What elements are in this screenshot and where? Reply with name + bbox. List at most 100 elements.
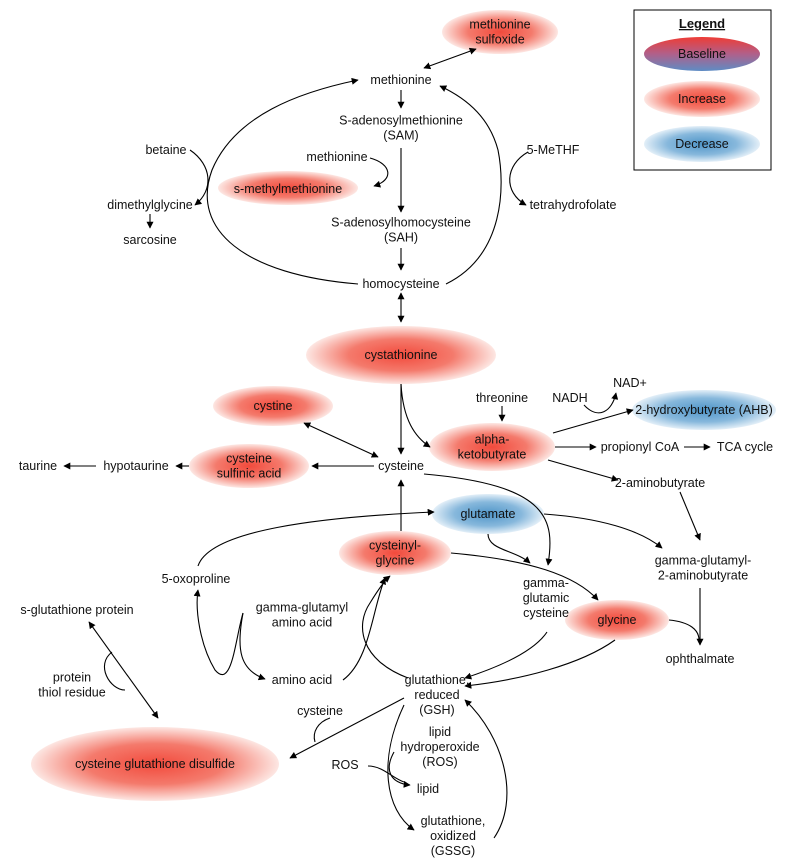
- node-methionine: methionine: [370, 73, 431, 87]
- node-label-line: sulfinic acid: [217, 467, 282, 481]
- node-dimethylglycine: dimethylglycine: [107, 198, 193, 212]
- legend: Legend Baseline Increase Decrease: [633, 9, 772, 171]
- node-gg-aminobutyrate: gamma-glutamyl-2-aminobutyrate: [655, 554, 752, 583]
- node-amino-acid: amino acid: [272, 673, 332, 687]
- node-ros: ROS: [331, 758, 358, 772]
- cysteine-glutathione-disulfide-ellipse: [31, 727, 279, 801]
- edge-ggcysteine-gsh: [464, 631, 548, 680]
- edge-betaine: [189, 149, 209, 206]
- legend-baseline-label: Baseline: [678, 47, 726, 61]
- node-s-methylmethionine: s-methylmethionine: [234, 182, 342, 196]
- node-label-line: dimethylglycine: [107, 198, 193, 212]
- cysteine-sulfinic-acid-ellipse: [189, 444, 309, 488]
- node-label-line: 2-aminobutyrate: [658, 569, 748, 583]
- node-label-line: (ROS): [422, 755, 457, 769]
- node-ahb: 2-hydroxybutyrate (AHB): [635, 403, 773, 417]
- node-gsh: glutathione,reduced(GSH): [405, 673, 470, 717]
- node-label-line: sarcosine: [123, 233, 177, 247]
- node-label-line: sulfoxide: [475, 33, 524, 47]
- node-propionyl: propionyl CoA: [601, 440, 680, 454]
- edge-methf: [509, 151, 529, 206]
- edge-cystathionine-akb: [400, 383, 431, 448]
- node-cgd: cysteine glutathione disulfide: [75, 757, 235, 771]
- node-label-line: hypotaurine: [103, 459, 168, 473]
- node-label-line: 5-oxoproline: [162, 572, 231, 586]
- node-label-line: NADH: [552, 391, 587, 405]
- node-label-line: S-adenosylmethionine: [339, 114, 463, 128]
- node-label-line: betaine: [145, 143, 186, 157]
- node-label-line: ROS: [331, 758, 358, 772]
- node-threonine: threonine: [476, 391, 528, 405]
- node-label-line: gamma-: [523, 576, 569, 590]
- edge-homocysteine-methionine-left: [206, 77, 359, 285]
- edge-methionine-sulfoxide: [423, 47, 477, 70]
- edge-oxoproline-glutamate: [197, 508, 435, 567]
- node-aminobutyrate: 2-aminobutyrate: [615, 476, 705, 490]
- node-label-line: gamma-glutamyl: [256, 601, 348, 615]
- node-label-line: reduced: [414, 688, 459, 702]
- edge-aminobutyrate-ggaminobutyrate: [679, 491, 701, 541]
- node-label-line: S-adenosylhomocysteine: [331, 216, 471, 230]
- node-label-line: (GSSG): [431, 844, 475, 858]
- node-ophthalmate: ophthalmate: [666, 652, 735, 666]
- node-label-line: threonine: [476, 391, 528, 405]
- node-homocysteine: homocysteine: [362, 277, 439, 291]
- node-label-line: cysteine: [226, 452, 272, 466]
- node-nadplus: NAD+: [613, 376, 647, 390]
- node-label-line: tetrahydrofolate: [530, 198, 617, 212]
- edge-ggaminoacid-oxoproline: [193, 589, 244, 676]
- node-label-line: cystathionine: [365, 348, 438, 362]
- node-label-line: ketobutyrate: [458, 448, 527, 462]
- node-label-line: cysteinyl-: [369, 539, 421, 553]
- edge-homocysteine-methionine-right: [439, 85, 502, 285]
- node-cysteinylglycine: cysteinyl-glycine: [369, 539, 421, 568]
- node-label-line: hydroperoxide: [400, 740, 479, 754]
- node-label-line: (GSH): [419, 703, 454, 717]
- node-label-line: ophthalmate: [666, 652, 735, 666]
- node-label-line: propionyl CoA: [601, 440, 680, 454]
- node-label-line: 2-aminobutyrate: [615, 476, 705, 490]
- node-label-line: lipid: [417, 782, 439, 796]
- node-label-line: cysteine: [297, 704, 343, 718]
- node-label-line: gamma-glutamyl-: [655, 554, 752, 568]
- node-label-line: NAD+: [613, 376, 647, 390]
- node-label-line: protein: [53, 671, 91, 685]
- methionine-sulfoxide-ellipse: [442, 10, 558, 54]
- edge-aminoacid-cysteinylglycine: [342, 577, 386, 681]
- node-label-line: cysteine glutathione disulfide: [75, 757, 235, 771]
- node-label-line: 5-MeTHF: [527, 143, 580, 157]
- node-label-line: amino acid: [272, 616, 332, 630]
- node-methionine2: methionine: [306, 150, 367, 164]
- node-hypotaurine: hypotaurine: [103, 459, 168, 473]
- reaction-edges: [63, 47, 711, 839]
- legend-decrease-label: Decrease: [675, 137, 729, 151]
- legend-increase-label: Increase: [678, 92, 726, 106]
- node-gssg: glutathione,oxidized(GSSG): [421, 814, 486, 858]
- node-label-line: cystine: [254, 399, 293, 413]
- edge-cysteine2-cgd: [313, 717, 331, 743]
- edge-protein-thiol: [103, 651, 126, 691]
- edge-ggaminoacid-aminoacid: [239, 612, 266, 681]
- node-label-line: (SAH): [384, 231, 418, 245]
- edge-gsh-cysteinylglycine: [362, 575, 409, 679]
- edge-akb-aminobutyrate: [547, 459, 619, 482]
- node-label-line: amino acid: [272, 673, 332, 687]
- edge-ros-lipid: [367, 765, 405, 783]
- node-label-line: homocysteine: [362, 277, 439, 291]
- node-label-line: glutathione,: [405, 673, 470, 687]
- edge-glutamate-ggaminobutyrate: [543, 513, 663, 549]
- node-label-line: glutamate: [461, 507, 516, 521]
- node-thf: tetrahydrofolate: [530, 198, 617, 212]
- node-label-line: thiol residue: [38, 686, 105, 700]
- cysteinylglycine-ellipse: [339, 531, 451, 575]
- highlight-ellipses: [31, 10, 776, 801]
- node-label-line: s-methylmethionine: [234, 182, 342, 196]
- node-oxoproline: 5-oxoproline: [162, 572, 231, 586]
- glycine-ellipse: [565, 600, 669, 640]
